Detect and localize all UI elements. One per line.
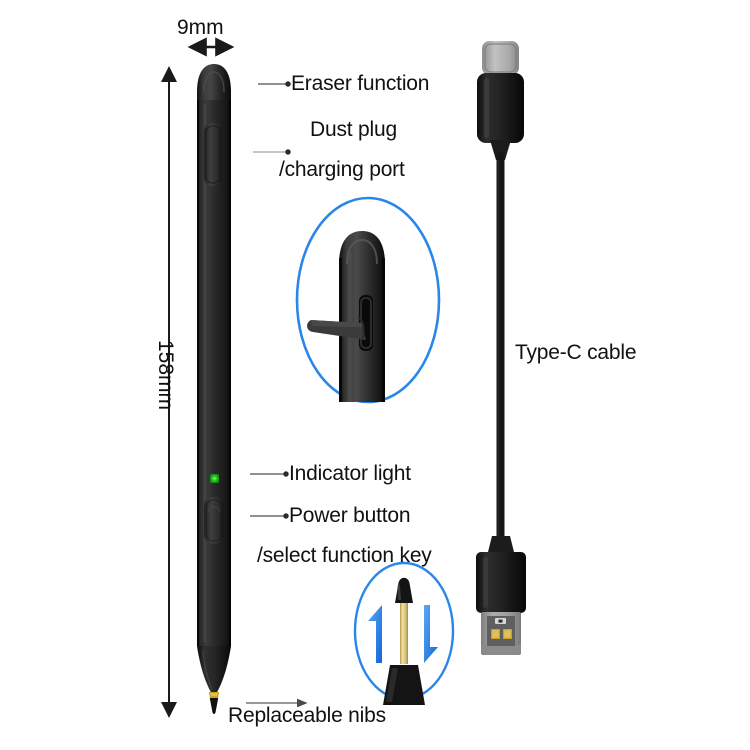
callout-indicator-light: Indicator light [289, 462, 411, 485]
callout-leader-lines [246, 81, 308, 708]
magnified-dust-plug-icon [295, 196, 441, 404]
stylus-pen-icon [197, 64, 231, 714]
usb-type-c-cable-icon [476, 41, 526, 655]
callout-replaceable-nibs: Replaceable nibs [228, 704, 386, 727]
callout-power-button-line2: /select function key [257, 544, 432, 567]
magnified-nibs-icon [353, 561, 455, 705]
callout-power-button-line1: Power button [289, 504, 411, 527]
indicator-led-icon [210, 474, 219, 483]
callout-eraser-function: Eraser function [291, 72, 430, 95]
callout-dust-plug-line1: Dust plug [310, 118, 397, 141]
callout-type-c-cable: Type-C cable [515, 341, 637, 364]
dimension-height-label: 158mm [154, 340, 177, 411]
dimension-width-label: 9mm [177, 16, 224, 39]
up-down-swap-arrows-icon [368, 605, 438, 663]
callout-dust-plug-line2: /charging port [279, 158, 405, 181]
